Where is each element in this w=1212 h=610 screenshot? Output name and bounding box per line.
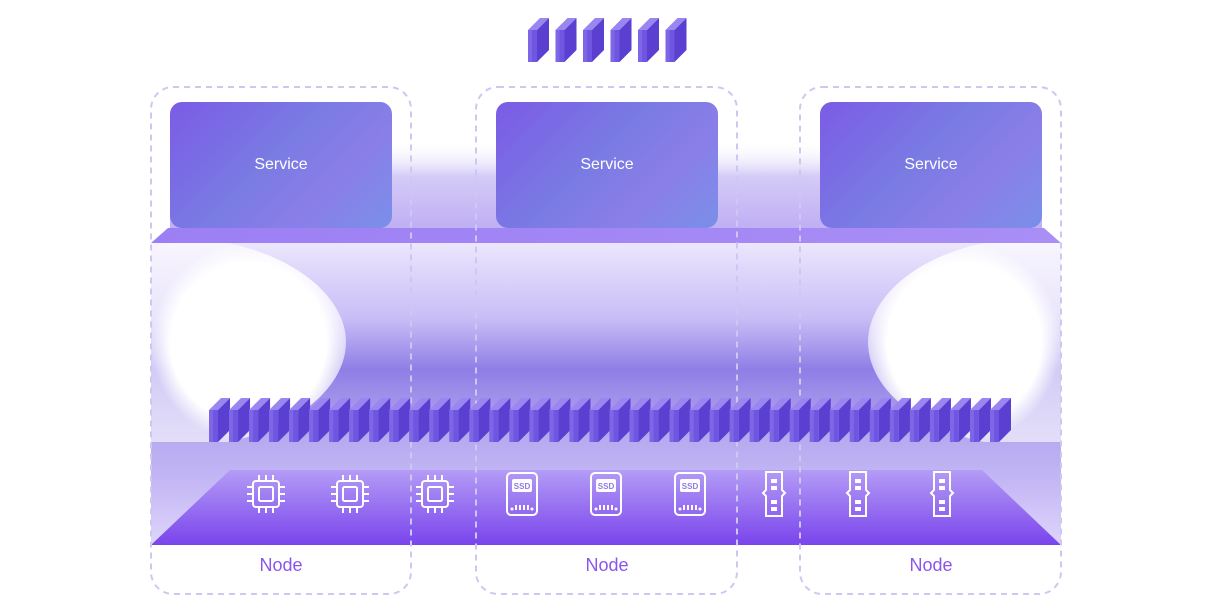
queue-block (269, 398, 291, 442)
pool-right-curve (868, 243, 1061, 442)
queue-block (529, 398, 551, 442)
service-label: Service (580, 156, 634, 173)
memory-stick-icon (761, 471, 787, 517)
queue-block (409, 398, 431, 442)
queue-block (249, 398, 271, 442)
queue-block (649, 398, 671, 442)
queue-block (638, 18, 659, 62)
queue-block (889, 398, 911, 442)
pool-top-edge (151, 228, 1061, 243)
queue-block (369, 398, 391, 442)
queue-block (469, 398, 491, 442)
queue-block (709, 398, 731, 442)
queue-block (769, 398, 791, 442)
queue-block (629, 398, 651, 442)
ssd-icon: SSD (590, 472, 622, 516)
queue-block (689, 398, 711, 442)
queue-block (583, 18, 604, 62)
ssd-label: SSD (514, 482, 531, 491)
queue-block (609, 398, 631, 442)
queue-block (909, 398, 931, 442)
resource-icon-row: SSD SSD SSD (247, 471, 955, 517)
ssd-label: SSD (598, 482, 615, 491)
queue-block (969, 398, 991, 442)
service-box-2: Service (496, 102, 718, 228)
cpu-chip-icon (331, 475, 369, 513)
queue-block (509, 398, 531, 442)
queue-block (549, 398, 571, 442)
queue-block (869, 398, 891, 442)
pool-floor (151, 470, 1061, 545)
pool-left-curve (151, 243, 346, 442)
queue-block (309, 398, 331, 442)
queue-block (429, 398, 451, 442)
memory-stick-icon (929, 471, 955, 517)
queue-block (329, 398, 351, 442)
queue-block (528, 18, 549, 62)
ssd-label: SSD (682, 482, 699, 491)
queue-block (449, 398, 471, 442)
queue-block (555, 18, 577, 62)
node-label-1: Node (259, 555, 303, 575)
service-box-1: Service (170, 102, 392, 228)
queue-block (289, 398, 311, 442)
queue-block (569, 398, 591, 442)
queue-block (809, 398, 831, 442)
queue-block (849, 398, 871, 442)
queue-block (489, 398, 511, 442)
service-label: Service (904, 156, 958, 173)
node-label-2: Node (585, 555, 629, 575)
queue-block (229, 398, 251, 442)
queue-block (949, 398, 971, 442)
queue-block (349, 398, 371, 442)
queue-block (789, 398, 811, 442)
queue-block (929, 398, 951, 442)
queue-block (729, 398, 751, 442)
ssd-icon: SSD (674, 472, 706, 516)
queue-block (589, 398, 611, 442)
ssd-icon: SSD (506, 472, 538, 516)
cpu-chip-icon (416, 475, 454, 513)
node-label-3: Node (909, 555, 953, 575)
queue-block (389, 398, 411, 442)
pool-block-queue (209, 398, 1011, 442)
cpu-chip-icon (247, 475, 285, 513)
queue-block (665, 18, 687, 62)
service-label: Service (254, 156, 308, 173)
service-box-3: Service (820, 102, 1042, 228)
queue-block (610, 18, 632, 62)
queue-block (669, 398, 691, 442)
queue-block (749, 398, 771, 442)
queue-block (829, 398, 851, 442)
top-block-queue (528, 18, 687, 62)
queue-block (209, 398, 230, 442)
queue-block (990, 398, 1011, 442)
memory-stick-icon (845, 471, 871, 517)
